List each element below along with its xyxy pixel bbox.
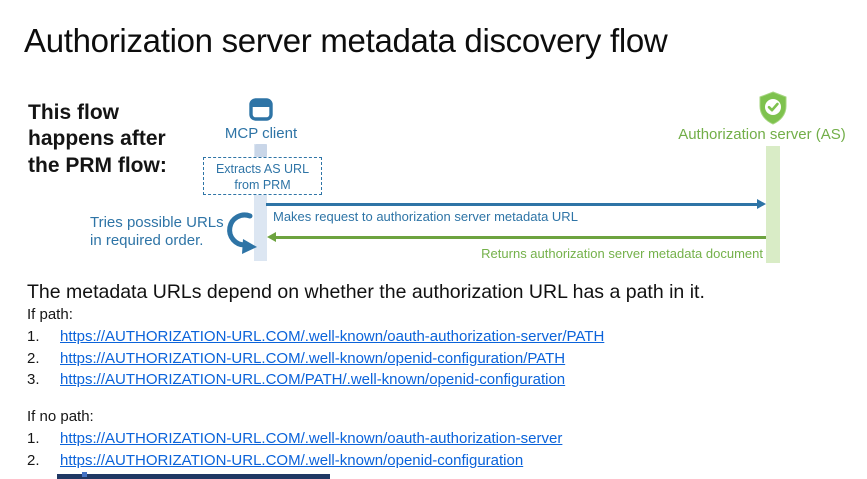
request-arrow-label: Makes request to authorization server me… [273, 209, 578, 224]
request-arrow-head [757, 199, 766, 209]
retry-loop-arrow-icon [219, 209, 259, 260]
metadata-url-link[interactable]: https://AUTHORIZATION-URL.COM/PATH/.well… [60, 371, 566, 389]
metadata-url-link[interactable]: https://AUTHORIZATION-URL.COM/.well-know… [60, 349, 566, 367]
page-title: Authorization server metadata discovery … [24, 22, 668, 59]
extract-as-url-note: Extracts AS URL from PRM [203, 157, 322, 195]
tries-possible-urls-note: Tries possible URLs in required order. [90, 214, 224, 250]
response-arrow-label: Returns authorization server metadata do… [481, 246, 763, 261]
list-number: 3. [27, 371, 40, 389]
authorization-server-label: Authorization server (AS) [678, 126, 846, 143]
list-number: 1. [27, 328, 40, 345]
mcp-client-label: MCP client [224, 125, 298, 142]
list-item: 2. https://AUTHORIZATION-URL.COM/.well-k… [27, 452, 807, 474]
browser-window-icon [249, 98, 273, 126]
if-no-path-section: If no path: 1. https://AUTHORIZATION-URL… [27, 408, 807, 473]
shield-check-icon [755, 91, 791, 131]
mcp-client-lifeline-cap [255, 144, 267, 157]
if-path-section: If path: 1. https://AUTHORIZATION-URL.CO… [27, 306, 807, 393]
list-item: 1. https://AUTHORIZATION-URL.COM/.well-k… [27, 430, 807, 452]
request-arrow-line [266, 203, 758, 206]
list-number: 1. [27, 430, 40, 447]
cropped-element-edge [57, 474, 330, 479]
response-arrow-line [275, 236, 766, 239]
intro-note: This flow happens after the PRM flow: [28, 101, 167, 177]
list-number: 2. [27, 349, 40, 367]
response-arrow-head [267, 232, 276, 242]
cropped-element-handle [82, 472, 87, 477]
if-path-label: If path: [27, 306, 73, 323]
list-item: 1. https://AUTHORIZATION-URL.COM/.well-k… [27, 328, 807, 350]
list-item: 3. https://AUTHORIZATION-URL.COM/PATH/.w… [27, 371, 807, 393]
list-number: 2. [27, 451, 40, 469]
authorization-server-lifeline [766, 146, 780, 263]
list-item: 2. https://AUTHORIZATION-URL.COM/.well-k… [27, 350, 807, 372]
metadata-url-link[interactable]: https://AUTHORIZATION-URL.COM/.well-know… [60, 328, 605, 345]
metadata-url-link[interactable]: https://AUTHORIZATION-URL.COM/.well-know… [60, 451, 524, 469]
if-no-path-label: If no path: [27, 408, 94, 425]
metadata-url-link[interactable]: https://AUTHORIZATION-URL.COM/.well-know… [60, 430, 563, 447]
metadata-urls-heading: The metadata URLs depend on whether the … [27, 281, 705, 303]
